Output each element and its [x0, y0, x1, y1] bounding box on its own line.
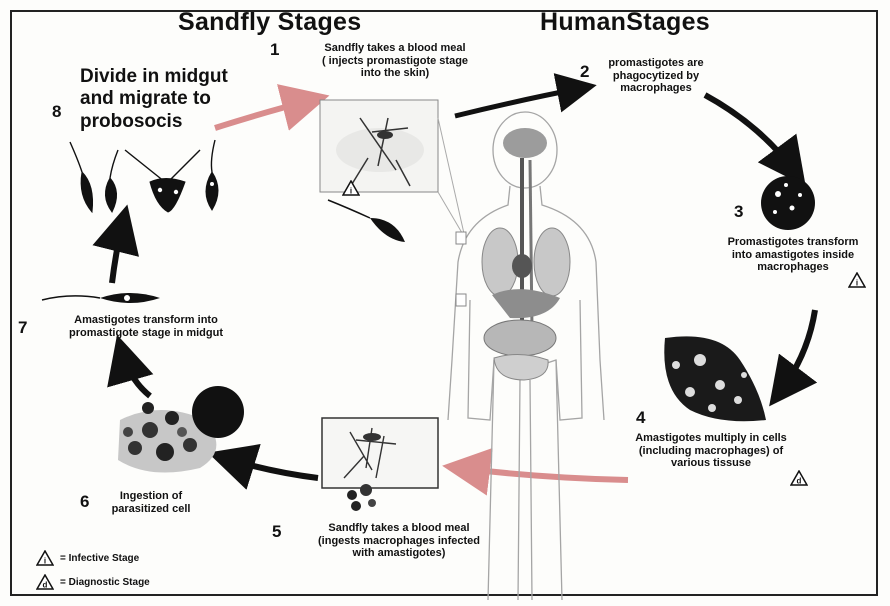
infected-tissue — [664, 336, 766, 421]
step-4-label: Amastigotes multiply in cells (including… — [606, 432, 816, 470]
arrow-4-to-5 — [460, 468, 628, 480]
step-5-number: 5 — [272, 522, 281, 542]
legend-infective-label: = Infective Stage — [60, 553, 139, 564]
sandfly-feeding-box-1 — [320, 100, 465, 238]
arrow-1-to-2 — [455, 88, 582, 116]
legend-symbol: d — [43, 581, 48, 590]
arrow-2-to-3 — [705, 95, 795, 172]
step-4-number: 4 — [636, 408, 645, 428]
sandfly-feeding-box-5 — [322, 418, 438, 511]
step-8-number: 8 — [52, 102, 61, 122]
macrophage-cell — [761, 176, 815, 230]
infective-stage-icon: i — [848, 272, 866, 288]
header-sandfly-stages: Sandfly Stages — [178, 8, 361, 37]
step-7-number: 7 — [18, 318, 27, 338]
infective-stage-icon: i — [342, 180, 360, 196]
arrow-3-to-4 — [780, 310, 815, 392]
legend-symbol: i — [44, 557, 46, 566]
transforming-promastigote — [42, 293, 160, 303]
infective-marker-letter: i — [856, 279, 858, 288]
step-3-number: 3 — [734, 202, 743, 222]
step-3-label: Promastigotes transform into amastigotes… — [700, 236, 886, 274]
infective-marker-letter: i — [350, 187, 352, 196]
step-2-label: promastigotes are phagocytized by macrop… — [592, 57, 720, 95]
arrow-7-to-8 — [112, 222, 123, 283]
diagnostic-stage-icon: d — [790, 470, 808, 486]
diagnostic-marker-letter: d — [797, 477, 802, 486]
step-6-number: 6 — [80, 492, 89, 512]
header-human-stages: HumanStages — [540, 8, 710, 37]
human-organs — [456, 128, 570, 380]
step-8-label: Divide in midgut and migrate to probosoc… — [80, 66, 240, 133]
step-2-number: 2 — [580, 62, 589, 82]
diagnostic-stage-icon: d — [36, 574, 54, 590]
step-6-label: Ingestion of parasitized cell — [96, 490, 206, 515]
step-7-label: Amastigotes transform into promastigote … — [40, 314, 252, 339]
arrow-6-to-7 — [122, 352, 150, 396]
legend-diagnostic-label: = Diagnostic Stage — [60, 577, 150, 588]
promastigote-injected — [328, 200, 405, 242]
step-1-number: 1 — [270, 40, 279, 60]
step-1-label: Sandfly takes a blood meal ( injects pro… — [285, 42, 505, 80]
arrow-5-to-6 — [225, 458, 318, 478]
infective-stage-icon: i — [36, 550, 54, 566]
step-5-label: Sandfly takes a blood meal (ingests macr… — [292, 522, 506, 560]
dividing-promastigotes — [70, 140, 218, 212]
legend-diagnostic: d = Diagnostic Stage — [36, 574, 150, 590]
legend-infective: i = Infective Stage — [36, 550, 139, 566]
